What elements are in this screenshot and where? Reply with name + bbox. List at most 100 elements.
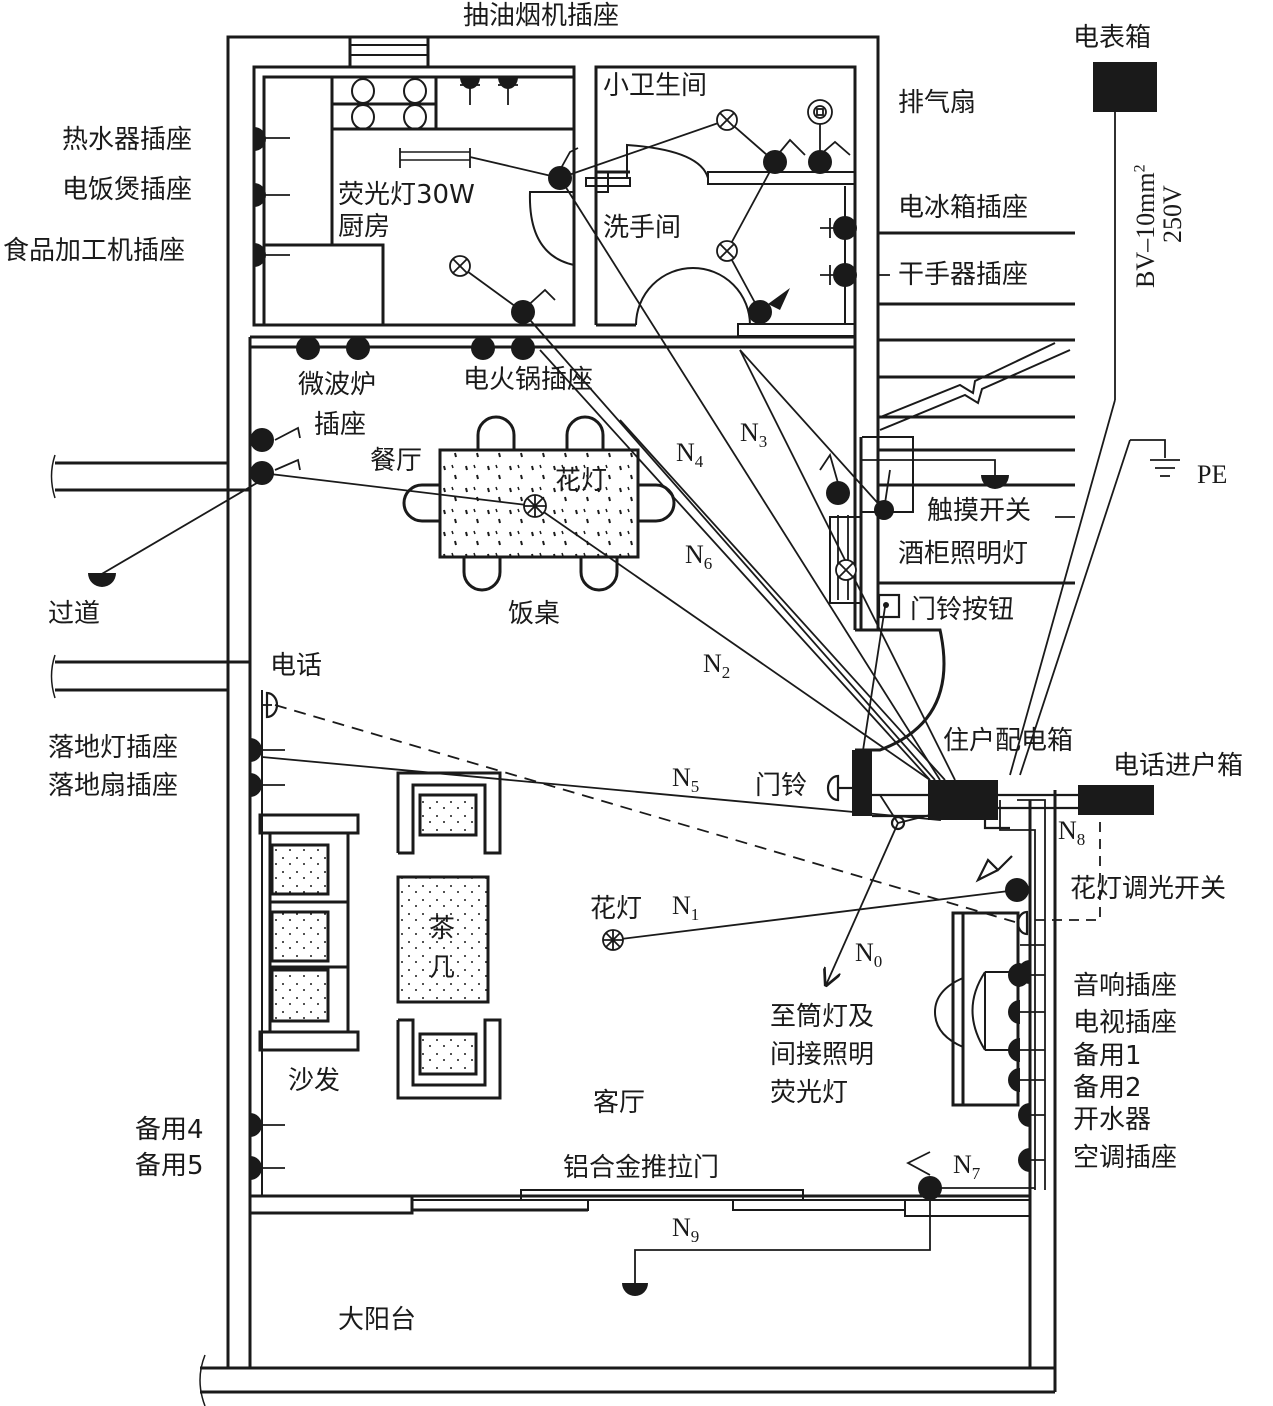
living-chandelier-icon [602,929,624,951]
label-tea-table-2: 几 [429,953,456,983]
kitchen-lamp [449,255,471,277]
touch-switch [874,500,894,520]
label-pe: PE [1197,460,1228,489]
label-rice-cooker-socket: 电饭煲插座 [62,175,193,205]
phone-symbol [265,691,279,719]
armchair-top [396,771,502,855]
label-fluorescent: 荧光灯30W [338,180,475,210]
label-microwave-2: 插座 [314,410,367,440]
label-living: 客厅 [593,1088,646,1118]
microwave-socket-a [296,336,320,360]
label-downlight-1: 至筒灯及 [770,1002,875,1032]
label-ac-socket: 空调插座 [1073,1143,1178,1173]
circuit-label-n5: N5 [672,763,700,796]
label-dimmer-switch: 花灯调光开关 [1070,874,1227,904]
label-corridor: 过道 [48,599,101,629]
label-fridge-socket: 电冰箱插座 [898,193,1029,223]
label-floor-fan-socket: 落地扇插座 [48,771,179,801]
label-range-hood-socket: 抽油烟机插座 [463,1,620,31]
hotpot-socket-b [511,336,535,360]
circuit-label-n8: N8 [1058,816,1086,849]
label-touch-switch: 触摸开关 [927,496,1032,526]
wine-lamp [835,559,857,581]
label-microwave-1: 微波炉 [298,370,377,400]
doorbell-box [852,750,872,816]
label-small-toilet: 小卫生间 [603,71,708,101]
tv-phone-symbol [1016,910,1029,936]
cable-spec-text: BV–10mm [1131,172,1160,288]
armchair-bottom [396,1018,502,1100]
label-spare-2: 备用2 [1073,1073,1142,1103]
label-sofa: 沙发 [288,1066,341,1096]
doorbell-button [877,593,901,619]
toilet-lamp [716,109,738,131]
label-phone-entry-box: 电话进户箱 [1113,751,1244,781]
dimmer-switch [1005,878,1029,902]
stairs [877,231,1075,585]
label-dining: 餐厅 [370,446,423,476]
label-floor-lamp-socket: 落地灯插座 [48,733,179,763]
circuit-label-n7: N7 [953,1150,981,1183]
circuit-label-n6: N6 [685,540,713,573]
toilet-switch-1 [763,150,787,174]
label-hotpot-socket: 电火锅插座 [463,365,594,395]
toilet-walls [528,65,857,337]
balcony-switch [918,1176,942,1200]
circuit-label-n0: N0 [855,938,883,971]
corridor-lamp [88,573,116,587]
label-dining-chandelier: 花灯 [555,466,608,496]
sofa [258,813,360,1052]
label-doorbell-button: 门铃按钮 [910,595,1015,625]
cable-spec-sup: 2 [1131,164,1149,173]
balcony-lamp [622,1283,648,1296]
label-exhaust-fan: 排气扇 [898,88,977,118]
distribution-box [928,780,998,820]
label-audio-socket: 音响插座 [1073,971,1178,1001]
washroom-lamp [716,240,738,262]
label-food-processor-socket: 食品加工机插座 [3,236,186,266]
label-phone: 电话 [270,651,323,681]
circuit-label-n9: N9 [672,1213,700,1246]
label-dining-table: 饭桌 [508,599,561,629]
fridge-socket [833,216,857,240]
phone-entry-box [1078,785,1154,815]
label-water-boiler: 开水器 [1073,1105,1152,1135]
tv-cabinet [933,911,1020,1107]
entrance-door [855,628,946,752]
hotpot-socket-a [471,336,495,360]
living-walls [248,690,1031,1217]
circuit-label-n1: N1 [672,891,700,924]
circuit-label-n3: N3 [740,418,768,451]
dining-chandelier-icon [523,494,547,518]
wine-switch [826,481,850,505]
kitchen-switch [548,166,572,190]
label-washroom: 洗手间 [603,213,682,243]
switch-symbols [88,62,1157,1296]
corridor-switch-1 [250,428,274,452]
label-downlight-2: 间接照明 [770,1040,875,1070]
label-doorbell: 门铃 [755,771,808,801]
label-tv-socket: 电视插座 [1073,1008,1178,1038]
label-sliding-door: 铝合金推拉门 [563,1153,720,1183]
circuit-label-n4: N4 [676,438,704,471]
washroom-switch [748,300,772,324]
stove-burners [351,78,427,130]
doorbell-symbol [826,774,840,802]
label-wine-light: 酒柜照明灯 [898,539,1029,569]
meter-box [1093,62,1157,112]
dryer-socket [833,263,857,287]
exhaust-fan-icon [807,99,833,125]
tea-table [396,875,490,1004]
microwave-socket-b [346,336,370,360]
circuit-label-n2: N2 [703,649,731,682]
cable-spec: BV–10mm2 250V [1131,164,1187,288]
corridor-switch-2 [250,461,274,485]
label-balcony: 大阳台 [338,1305,417,1335]
label-tea-table-1: 茶 [429,914,456,944]
label-spare-5: 备用5 [135,1151,204,1181]
label-living-chandelier: 花灯 [590,894,643,924]
stair-lamp [981,475,1009,489]
label-water-heater-socket: 热水器插座 [62,125,193,155]
label-downlight-3: 荧光灯 [770,1078,849,1108]
